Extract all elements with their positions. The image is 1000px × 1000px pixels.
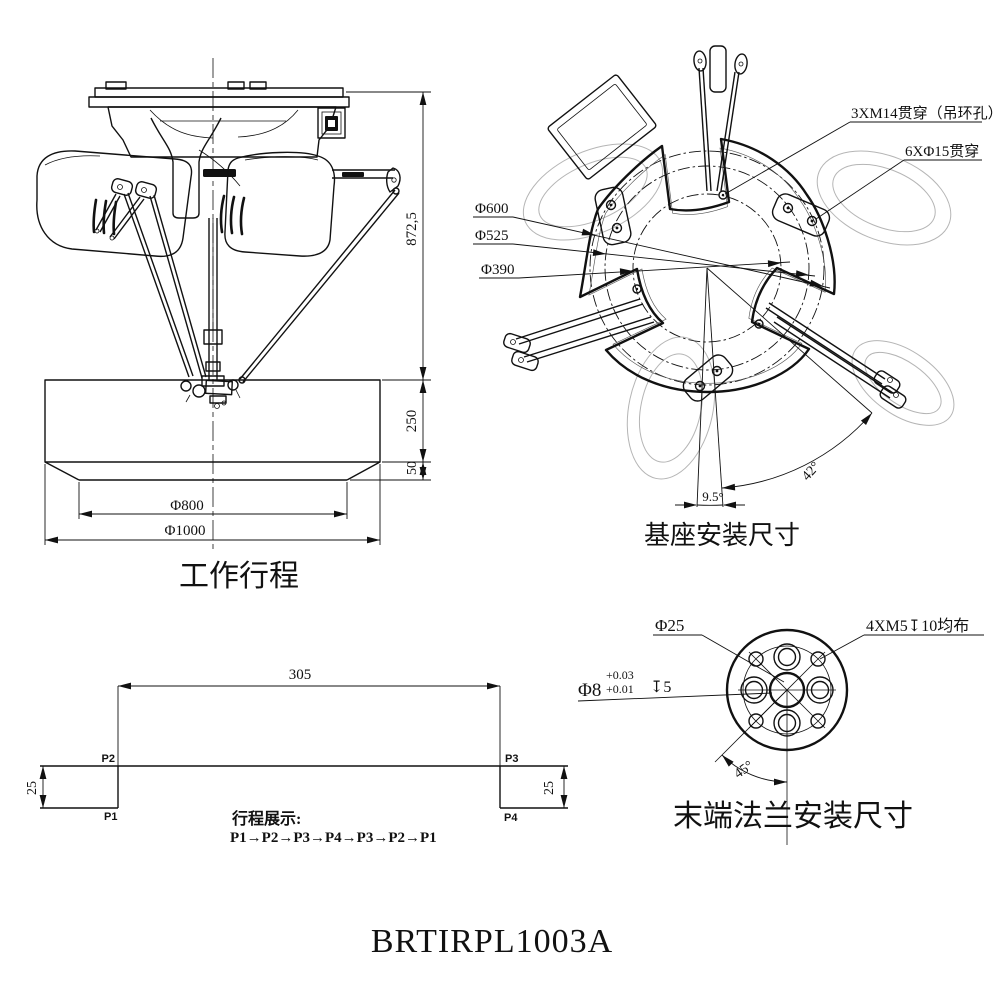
dim-d800: Φ800 bbox=[170, 498, 203, 514]
top-plate bbox=[94, 87, 344, 98]
m14-hole bbox=[718, 190, 728, 200]
dim-250: 250 bbox=[404, 410, 420, 433]
left-rod bbox=[149, 195, 203, 379]
label-4xm5: 4XM5↧10均布 bbox=[866, 617, 969, 635]
label-d8-depth: ↧5 bbox=[650, 679, 671, 696]
top-view-title: 基座安装尺寸 bbox=[644, 521, 800, 550]
connector-box bbox=[317, 107, 346, 139]
arm-lower-right bbox=[765, 302, 907, 409]
center-bell bbox=[150, 117, 222, 219]
point-p1: P1 bbox=[104, 811, 117, 823]
label-d8-tol-upper: +0.03 bbox=[606, 668, 634, 682]
brand-logo bbox=[203, 169, 236, 177]
dim-305: 305 bbox=[289, 667, 312, 683]
right-elbow bbox=[385, 167, 401, 193]
stroke-caption-path: P1→P2→P3→P4→P3→P2→P1 bbox=[230, 830, 437, 846]
left-rod bbox=[123, 193, 190, 378]
dim-d1000: Φ1000 bbox=[165, 523, 206, 539]
top-view-base: Φ600 Φ525 Φ390 3XM14贯穿（吊环孔） 6XΦ15贯穿 42° bbox=[473, 45, 1000, 550]
lug bbox=[227, 81, 245, 90]
label-angle-95: 9.5° bbox=[702, 489, 723, 504]
label-angle-42: 42° bbox=[799, 459, 823, 484]
shaft-collar bbox=[203, 329, 223, 345]
label-d8: Φ8 bbox=[578, 680, 601, 701]
ghost-pods bbox=[522, 143, 955, 480]
label-d525: Φ525 bbox=[475, 228, 508, 244]
dim-25-right: 25 bbox=[542, 781, 557, 795]
label-6xd15: 6XΦ15贯穿 bbox=[905, 143, 979, 160]
dim-height: 872,5 bbox=[404, 212, 420, 246]
front-view-robot: Φ800 Φ1000 872,5 250 50 工作行程 bbox=[36, 58, 431, 593]
label-d25: Φ25 bbox=[655, 616, 684, 635]
m14-hole bbox=[632, 284, 642, 294]
m5-holes bbox=[748, 651, 826, 729]
point-p2: P2 bbox=[102, 753, 115, 765]
m14-hole bbox=[754, 319, 764, 329]
label-d600: Φ600 bbox=[475, 201, 508, 217]
label-angle-45: 45° bbox=[732, 758, 757, 782]
label-d8-tol-lower: +0.01 bbox=[606, 682, 634, 696]
stroke-path-view: 305 25 25 P2 P1 P3 P4 行程展示: P1→P2→P3→P4→… bbox=[25, 667, 568, 846]
right-motor-pod bbox=[224, 151, 336, 257]
model-number: BRTIRPL1003A bbox=[371, 923, 613, 960]
gearbox-housing bbox=[107, 106, 337, 158]
arm-up bbox=[693, 45, 748, 192]
work-envelope bbox=[44, 379, 381, 463]
circle-d600 bbox=[589, 150, 825, 386]
point-p4: P4 bbox=[504, 812, 518, 824]
left-motor-pod bbox=[36, 150, 193, 258]
dim-50: 50 bbox=[405, 461, 420, 475]
base-outline bbox=[578, 137, 836, 394]
end-effector bbox=[180, 379, 241, 409]
point-p3: P3 bbox=[505, 753, 518, 765]
lug bbox=[105, 81, 127, 90]
arm-lower-left bbox=[503, 298, 655, 372]
right-rod bbox=[239, 189, 396, 380]
circle-d390 bbox=[632, 193, 782, 343]
front-view-title: 工作行程 bbox=[179, 560, 299, 593]
circle-d525 bbox=[604, 165, 810, 371]
label-3xm14: 3XM14贯穿（吊环孔） bbox=[851, 105, 1000, 122]
left-elbow bbox=[134, 181, 158, 199]
flange-view-title: 末端法兰安装尺寸 bbox=[673, 800, 913, 833]
stroke-caption-title: 行程展示: bbox=[231, 809, 301, 828]
mount-pad bbox=[682, 354, 734, 402]
top-plate-lower bbox=[88, 96, 350, 108]
left-elbow bbox=[110, 178, 134, 196]
mount-pad bbox=[594, 186, 632, 246]
flange-view: 45° Φ25 4XM5↧10均布 Φ8 +0.03 +0.01 ↧5 末端法兰… bbox=[577, 616, 984, 845]
dim-25-left: 25 bbox=[25, 781, 40, 795]
lug bbox=[249, 81, 267, 90]
arm-logo bbox=[342, 172, 364, 177]
label-d390: Φ390 bbox=[481, 262, 514, 278]
top-motor-box bbox=[547, 74, 657, 180]
mount-pad bbox=[771, 193, 831, 237]
